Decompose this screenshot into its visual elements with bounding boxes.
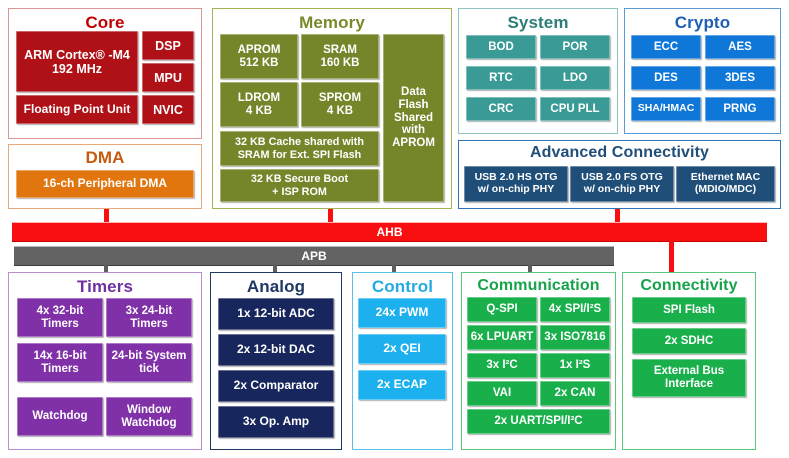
- panel-dma-title: DMA: [85, 148, 125, 167]
- panel-connectivity-title: Connectivity: [640, 277, 738, 294]
- panel-analog-title: Analog: [246, 277, 306, 296]
- panel-control-title: Control: [371, 277, 434, 296]
- bus-ahb: AHB: [12, 222, 767, 242]
- connector-apb-to-control: [392, 264, 396, 274]
- block-comm-lpuart: 6x LPUART: [467, 325, 537, 350]
- block-control-pwm: 24x PWM: [358, 298, 446, 328]
- block-timers-watchdog: Watchdog: [17, 397, 103, 436]
- block-crypto-ecc: ECC: [631, 35, 701, 59]
- block-system-bod: BOD: [466, 35, 536, 59]
- block-control-qei: 2x QEI: [358, 334, 446, 364]
- block-core-nvic: NVIC: [142, 95, 194, 124]
- block-timers-3x-24bit: 3x 24-bit Timers: [106, 298, 192, 337]
- block-crypto-prng: PRNG: [705, 97, 775, 121]
- panel-memory-title: Memory: [299, 13, 365, 32]
- block-timers-24bit-systick: 24-bit System tick: [106, 343, 192, 382]
- block-timers-window-watchdog: Window Watchdog: [106, 397, 192, 436]
- bus-apb-label: APB: [301, 249, 327, 263]
- connector-memory-to-ahb: [328, 209, 333, 223]
- block-core-dsp: DSP: [142, 31, 194, 60]
- block-comm-vai: VAI: [467, 381, 537, 406]
- connector-ahb-to-connectivity: [669, 240, 674, 272]
- block-comm-i2s: 1x I²S: [540, 353, 610, 378]
- block-memory-cache: 32 KB Cache shared with SRAM for Ext. SP…: [220, 131, 379, 166]
- block-timers-4x-32bit: 4x 32-bit Timers: [17, 298, 103, 337]
- block-timers-14x-16bit: 14x 16-bit Timers: [17, 343, 103, 382]
- block-core-arm-cortex-m4: ARM Cortex® -M4 192 MHz: [16, 31, 138, 92]
- block-adv-usb-hs-otg: USB 2.0 HS OTG w/ on-chip PHY: [464, 166, 568, 202]
- block-analog-dac: 2x 12-bit DAC: [218, 334, 334, 366]
- block-core-floating-point-unit: Floating Point Unit: [16, 95, 138, 124]
- block-analog-op-amp: 3x Op. Amp: [218, 406, 334, 438]
- block-comm-4x-spi-i2s: 4x SPI/I²S: [540, 297, 610, 322]
- block-memory-aprom: APROM 512 KB: [220, 34, 298, 79]
- block-comm-uart-spi-i2c: 2x UART/SPI/I²C: [467, 409, 610, 434]
- block-memory-sprom: SPROM 4 KB: [301, 82, 379, 127]
- block-dma-peripheral: 16-ch Peripheral DMA: [16, 170, 194, 198]
- connector-apb-to-timers: [104, 264, 108, 274]
- block-system-ldo: LDO: [540, 66, 610, 90]
- block-crypto-sha-hmac: SHA/HMAC: [631, 97, 701, 121]
- block-system-crc: CRC: [466, 97, 536, 121]
- block-conn-sdhc: 2x SDHC: [632, 328, 746, 354]
- connector-advanced-connectivity-to-ahb: [615, 209, 620, 223]
- block-comm-qspi: Q-SPI: [467, 297, 537, 322]
- block-analog-adc: 1x 12-bit ADC: [218, 298, 334, 330]
- block-analog-comparator: 2x Comparator: [218, 370, 334, 402]
- block-conn-spi-flash: SPI Flash: [632, 297, 746, 323]
- connector-apb-to-analog: [273, 264, 277, 274]
- block-crypto-aes: AES: [705, 35, 775, 59]
- block-adv-ethernet-mac: Ethernet MAC (MDIO/MDC): [676, 166, 775, 202]
- block-system-por: POR: [540, 35, 610, 59]
- panel-crypto-title: Crypto: [674, 13, 731, 32]
- block-conn-external-bus-interface: External Bus Interface: [632, 359, 746, 397]
- bus-apb: APB: [14, 246, 614, 266]
- block-comm-can: 2x CAN: [540, 381, 610, 406]
- block-comm-i2c: 3x I²C: [467, 353, 537, 378]
- panel-communication-title: Communication: [477, 277, 600, 294]
- panel-advanced-connectivity-title: Advanced Connectivity: [529, 144, 710, 161]
- block-memory-secure-boot: 32 KB Secure Boot + ISP ROM: [220, 169, 379, 202]
- block-system-cpu-pll: CPU PLL: [540, 97, 610, 121]
- block-adv-usb-fs-otg: USB 2.0 FS OTG w/ on-chip PHY: [570, 166, 674, 202]
- panel-system-title: System: [507, 13, 569, 32]
- connector-apb-to-communication: [528, 264, 532, 274]
- panel-core-title: Core: [85, 13, 125, 32]
- block-memory-ldrom: LDROM 4 KB: [220, 82, 298, 127]
- block-memory-data-flash: Data Flash Shared with APROM: [383, 34, 444, 202]
- block-core-mpu: MPU: [142, 63, 194, 92]
- panel-timers-title: Timers: [76, 277, 134, 296]
- bus-ahb-label: AHB: [376, 225, 403, 239]
- block-crypto-3des: 3DES: [705, 66, 775, 90]
- connector-dma-to-ahb: [104, 209, 109, 223]
- block-control-ecap: 2x ECAP: [358, 370, 446, 400]
- block-crypto-des: DES: [631, 66, 701, 90]
- block-system-rtc: RTC: [466, 66, 536, 90]
- block-memory-sram: SRAM 160 KB: [301, 34, 379, 79]
- block-comm-iso7816: 3x ISO7816: [540, 325, 610, 350]
